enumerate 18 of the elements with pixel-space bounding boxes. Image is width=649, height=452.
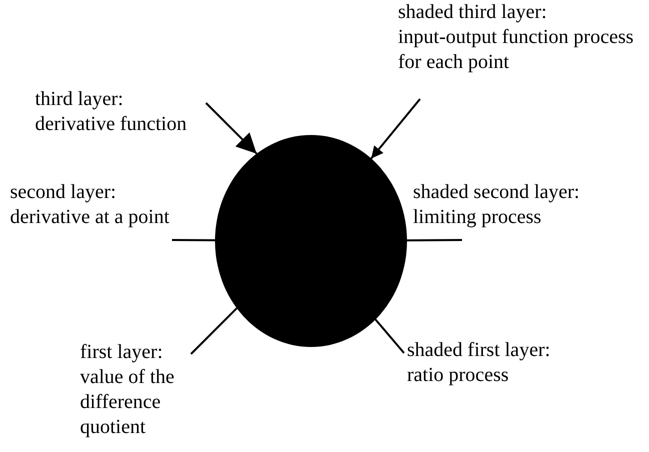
layer-description: value of the difference quotient [80,365,176,440]
layer-heading: third layer: [35,87,124,112]
layer-description: ratio process [407,363,510,388]
layer-heading: shaded first layer: [407,338,552,363]
layer-heading: shaded second layer: [413,180,581,205]
layer-heading: shaded third layer: [398,0,548,25]
layer-description: limiting process [413,205,542,230]
leader-line [407,239,462,242]
layer-description: input-output function process for each point [398,25,635,75]
leader-line [374,318,405,354]
arrow [205,102,258,154]
layer-description: derivative at a point [10,205,170,230]
leader-line [172,239,215,242]
layer-heading: first layer: [80,340,164,365]
layer-heading: second layer: [10,180,118,205]
leader-line [190,308,238,355]
arrow [370,98,421,160]
layer-description: derivative function [35,112,188,137]
